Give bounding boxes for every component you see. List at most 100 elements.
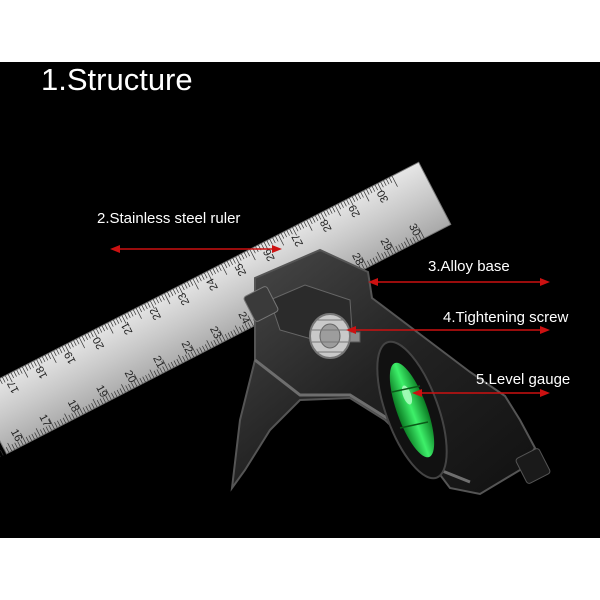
ruler-tick bbox=[297, 224, 302, 230]
ruler-tick bbox=[13, 371, 17, 377]
ruler-tick bbox=[230, 331, 234, 337]
level-gauge bbox=[376, 340, 448, 480]
ruler-tick bbox=[142, 376, 146, 383]
ruler-tick bbox=[326, 209, 330, 216]
ruler-tick bbox=[4, 375, 9, 382]
ruler-tick bbox=[317, 213, 322, 220]
ruler-tick bbox=[235, 256, 241, 265]
ruler-tick bbox=[53, 350, 57, 357]
ruler-tick bbox=[175, 287, 179, 294]
ruler-number-near: 16 bbox=[8, 427, 24, 443]
ruler-tick bbox=[113, 319, 117, 326]
ruler-tick bbox=[169, 290, 174, 296]
ruler-tick bbox=[375, 256, 379, 262]
ruler-tick bbox=[30, 362, 34, 368]
ruler-number-far: 23 bbox=[176, 291, 192, 307]
ruler-tick bbox=[59, 419, 64, 425]
ruler-tick bbox=[14, 442, 18, 449]
ruler-tick bbox=[101, 325, 106, 332]
ruler-tick bbox=[110, 321, 114, 327]
ruler-tick bbox=[42, 427, 47, 434]
ruler-tick bbox=[147, 302, 151, 308]
ruler-tick bbox=[388, 177, 393, 183]
ruler-tick bbox=[118, 316, 123, 323]
ruler-tick bbox=[48, 418, 55, 430]
ruler-tick bbox=[16, 369, 20, 376]
ruler-tick bbox=[320, 212, 326, 221]
ruler-tick bbox=[73, 340, 77, 346]
ruler-tick bbox=[176, 358, 180, 365]
ruler-number-near: 28 bbox=[349, 251, 365, 267]
ruler-tick bbox=[240, 253, 245, 260]
steel-ruler: 30292827262524232221201918171615 3029282… bbox=[0, 161, 452, 458]
ruler-tick bbox=[395, 245, 399, 252]
ruler-tick bbox=[199, 347, 203, 353]
ruler-tick bbox=[81, 335, 86, 342]
ruler-tick bbox=[115, 318, 120, 324]
ruler-number-near: 24 bbox=[235, 310, 251, 326]
ruler-number-near: 29 bbox=[378, 236, 394, 252]
ruler-tick bbox=[34, 432, 38, 438]
ruler-tick bbox=[361, 263, 365, 270]
ruler-tick bbox=[189, 280, 194, 286]
ruler-tick bbox=[415, 235, 419, 242]
ruler-tick bbox=[331, 206, 336, 213]
ruler-tick bbox=[141, 304, 145, 311]
ruler-tick bbox=[19, 368, 23, 374]
ruler-tick bbox=[221, 263, 228, 275]
ruler-tick bbox=[167, 291, 171, 298]
ruler-tick bbox=[218, 265, 222, 272]
ruler-tick bbox=[224, 333, 229, 340]
ruler-tick bbox=[349, 197, 354, 207]
ruler-tick bbox=[152, 299, 157, 305]
ruler-tick bbox=[145, 375, 149, 381]
ruler-tick bbox=[91, 402, 95, 409]
ruler-tick bbox=[133, 380, 138, 387]
ruler-tick bbox=[3, 448, 7, 455]
ruler-tick bbox=[201, 274, 205, 280]
ruler-tick bbox=[148, 373, 152, 380]
ruler-tick bbox=[96, 400, 101, 406]
ruler-tick bbox=[90, 331, 94, 338]
ruler-tick bbox=[384, 251, 388, 258]
label-tightening-screw: 4.Tightening screw bbox=[443, 309, 569, 326]
ruler-tick bbox=[45, 426, 50, 433]
ruler-tick bbox=[234, 325, 240, 334]
diagram-frame: 30292827262524232221201918171615 3029282… bbox=[0, 62, 600, 538]
ruler-tick bbox=[247, 322, 251, 328]
ruler-tick bbox=[277, 234, 285, 246]
ruler-tick bbox=[130, 310, 134, 317]
ruler-tick bbox=[216, 338, 220, 345]
ruler-number-far: 29 bbox=[347, 203, 363, 219]
ruler-tick bbox=[113, 391, 118, 397]
label-level-gauge: 5.Level gauge bbox=[476, 371, 571, 388]
ruler-tick bbox=[206, 340, 212, 349]
ruler-tick bbox=[401, 242, 405, 249]
ruler-tick bbox=[312, 216, 316, 223]
ruler-tick bbox=[260, 243, 265, 250]
ruler-tick bbox=[48, 424, 52, 431]
ruler-tick bbox=[67, 343, 71, 349]
label-stainless-steel-ruler: 2.Stainless steel ruler bbox=[97, 210, 241, 227]
ruler-tick bbox=[92, 398, 98, 408]
ruler-tick bbox=[161, 294, 165, 301]
ruler-tick bbox=[185, 354, 189, 361]
ruler-tick bbox=[283, 231, 288, 238]
ruler-tick bbox=[121, 384, 126, 393]
ruler-tick bbox=[381, 253, 385, 259]
ruler-tick bbox=[389, 248, 394, 255]
ruler-tick bbox=[71, 413, 75, 419]
ruler-tick bbox=[363, 190, 370, 202]
ruler-tick bbox=[95, 328, 100, 335]
ruler-tick bbox=[229, 259, 233, 266]
ruler-number-far: 21 bbox=[119, 320, 135, 336]
ruler-tick bbox=[144, 303, 148, 310]
ruler-tick bbox=[119, 388, 123, 394]
ruler-tick bbox=[204, 272, 208, 279]
ruler-tick bbox=[10, 372, 15, 379]
ruler-tick bbox=[202, 345, 206, 352]
ruler-tick bbox=[159, 367, 163, 374]
ruler-tick bbox=[41, 356, 46, 363]
ruler-tick bbox=[360, 191, 364, 198]
ruler-tick bbox=[323, 211, 327, 217]
